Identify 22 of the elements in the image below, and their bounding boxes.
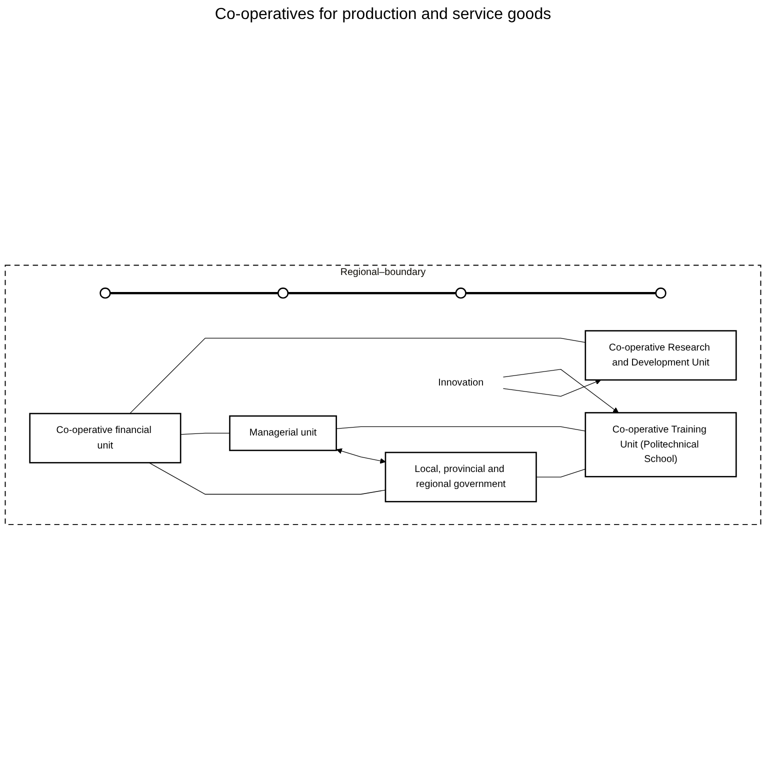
- connector: [288, 292, 456, 294]
- connector: [180, 432, 230, 435]
- connector: [336, 426, 586, 432]
- connector: [148, 462, 386, 495]
- node-box: Managerial unit: [229, 415, 337, 452]
- node-text: Innovation: [438, 376, 484, 388]
- group-heading: Co-operatives for production and service goods: [214, 6, 552, 24]
- arrow: [502, 379, 602, 397]
- node-circle: [100, 288, 111, 299]
- node-box: Co-operative financial unit: [29, 412, 182, 464]
- arrow: [336, 448, 386, 464]
- connector: [110, 292, 278, 294]
- arrow: [502, 369, 619, 414]
- connector: [129, 338, 586, 414]
- node-circle: [655, 288, 666, 299]
- connector: [536, 468, 586, 478]
- node-box: Local, provincial and regional government: [384, 452, 537, 502]
- node-box: Co-operative Training Unit (Politechnical School): [584, 412, 737, 478]
- node-circle: [277, 288, 289, 299]
- node-circle: [455, 288, 466, 299]
- connector: [466, 292, 656, 294]
- node-box: Co-operative Research and Development Unit: [584, 330, 737, 381]
